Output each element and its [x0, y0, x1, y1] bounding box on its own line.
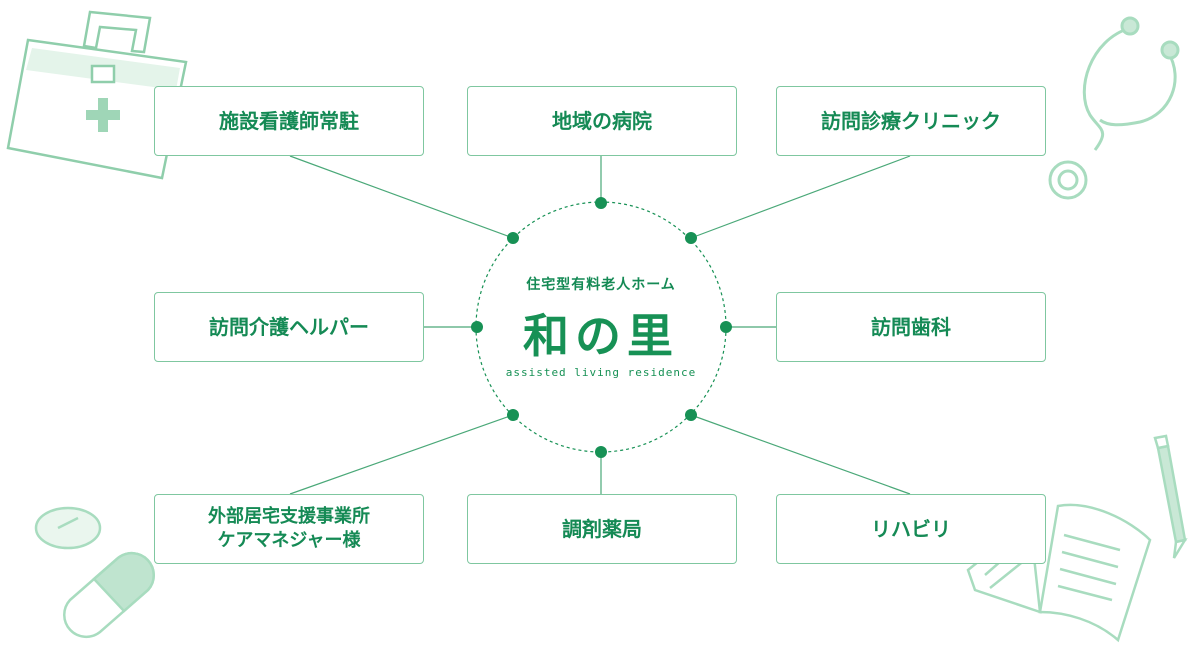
node-label: 施設看護師常駐 [219, 109, 359, 133]
dot-bottom-center [595, 446, 607, 458]
node-label: 訪問診療クリニック [821, 109, 1001, 133]
node-visiting-dentist: 訪問歯科 [776, 292, 1046, 362]
connector-bottom-left [289, 414, 514, 495]
node-pharmacy: 調剤薬局 [467, 494, 737, 564]
node-label: 調剤薬局 [562, 517, 642, 541]
node-label: 外部居宅支援事業所 ケアマネジャー様 [208, 506, 370, 551]
node-home-care-helper: 訪問介護ヘルパー [154, 292, 424, 362]
pill-icon [34, 506, 102, 550]
connector-lines [289, 155, 911, 495]
node-facility-nurse: 施設看護師常駐 [154, 86, 424, 156]
node-local-hospital: 地域の病院 [467, 86, 737, 156]
dot-top-left [507, 232, 519, 244]
node-label: 訪問介護ヘルパー [209, 315, 369, 339]
connector-bottom-right [690, 414, 911, 495]
connector-top-left [289, 155, 514, 239]
dot-bottom-left [507, 409, 519, 421]
pen-icon [1153, 434, 1188, 559]
node-label: リハビリ [871, 517, 951, 541]
center-subtitle: 住宅型有料老人ホーム [526, 277, 676, 293]
node-rehabilitation: リハビリ [776, 494, 1046, 564]
node-label: 地域の病院 [552, 109, 652, 133]
dot-mid-left [471, 321, 483, 333]
connector-top-right [690, 155, 911, 239]
connector-dots [471, 197, 732, 458]
center-logo: 和の里 [523, 309, 679, 363]
node-care-manager: 外部居宅支援事業所 ケアマネジャー様 [154, 494, 424, 564]
dot-top-right [685, 232, 697, 244]
node-home-visit-clinic: 訪問診療クリニック [776, 86, 1046, 156]
dot-mid-right [720, 321, 732, 333]
capsule-icon [63, 551, 155, 639]
center-tagline: assisted living residence [505, 366, 697, 379]
dot-bottom-right [685, 409, 697, 421]
node-label: 訪問歯科 [871, 315, 951, 339]
stethoscope-icon [1048, 16, 1180, 200]
first-aid-kit-icon [6, 10, 188, 180]
dot-top-center [595, 197, 607, 209]
